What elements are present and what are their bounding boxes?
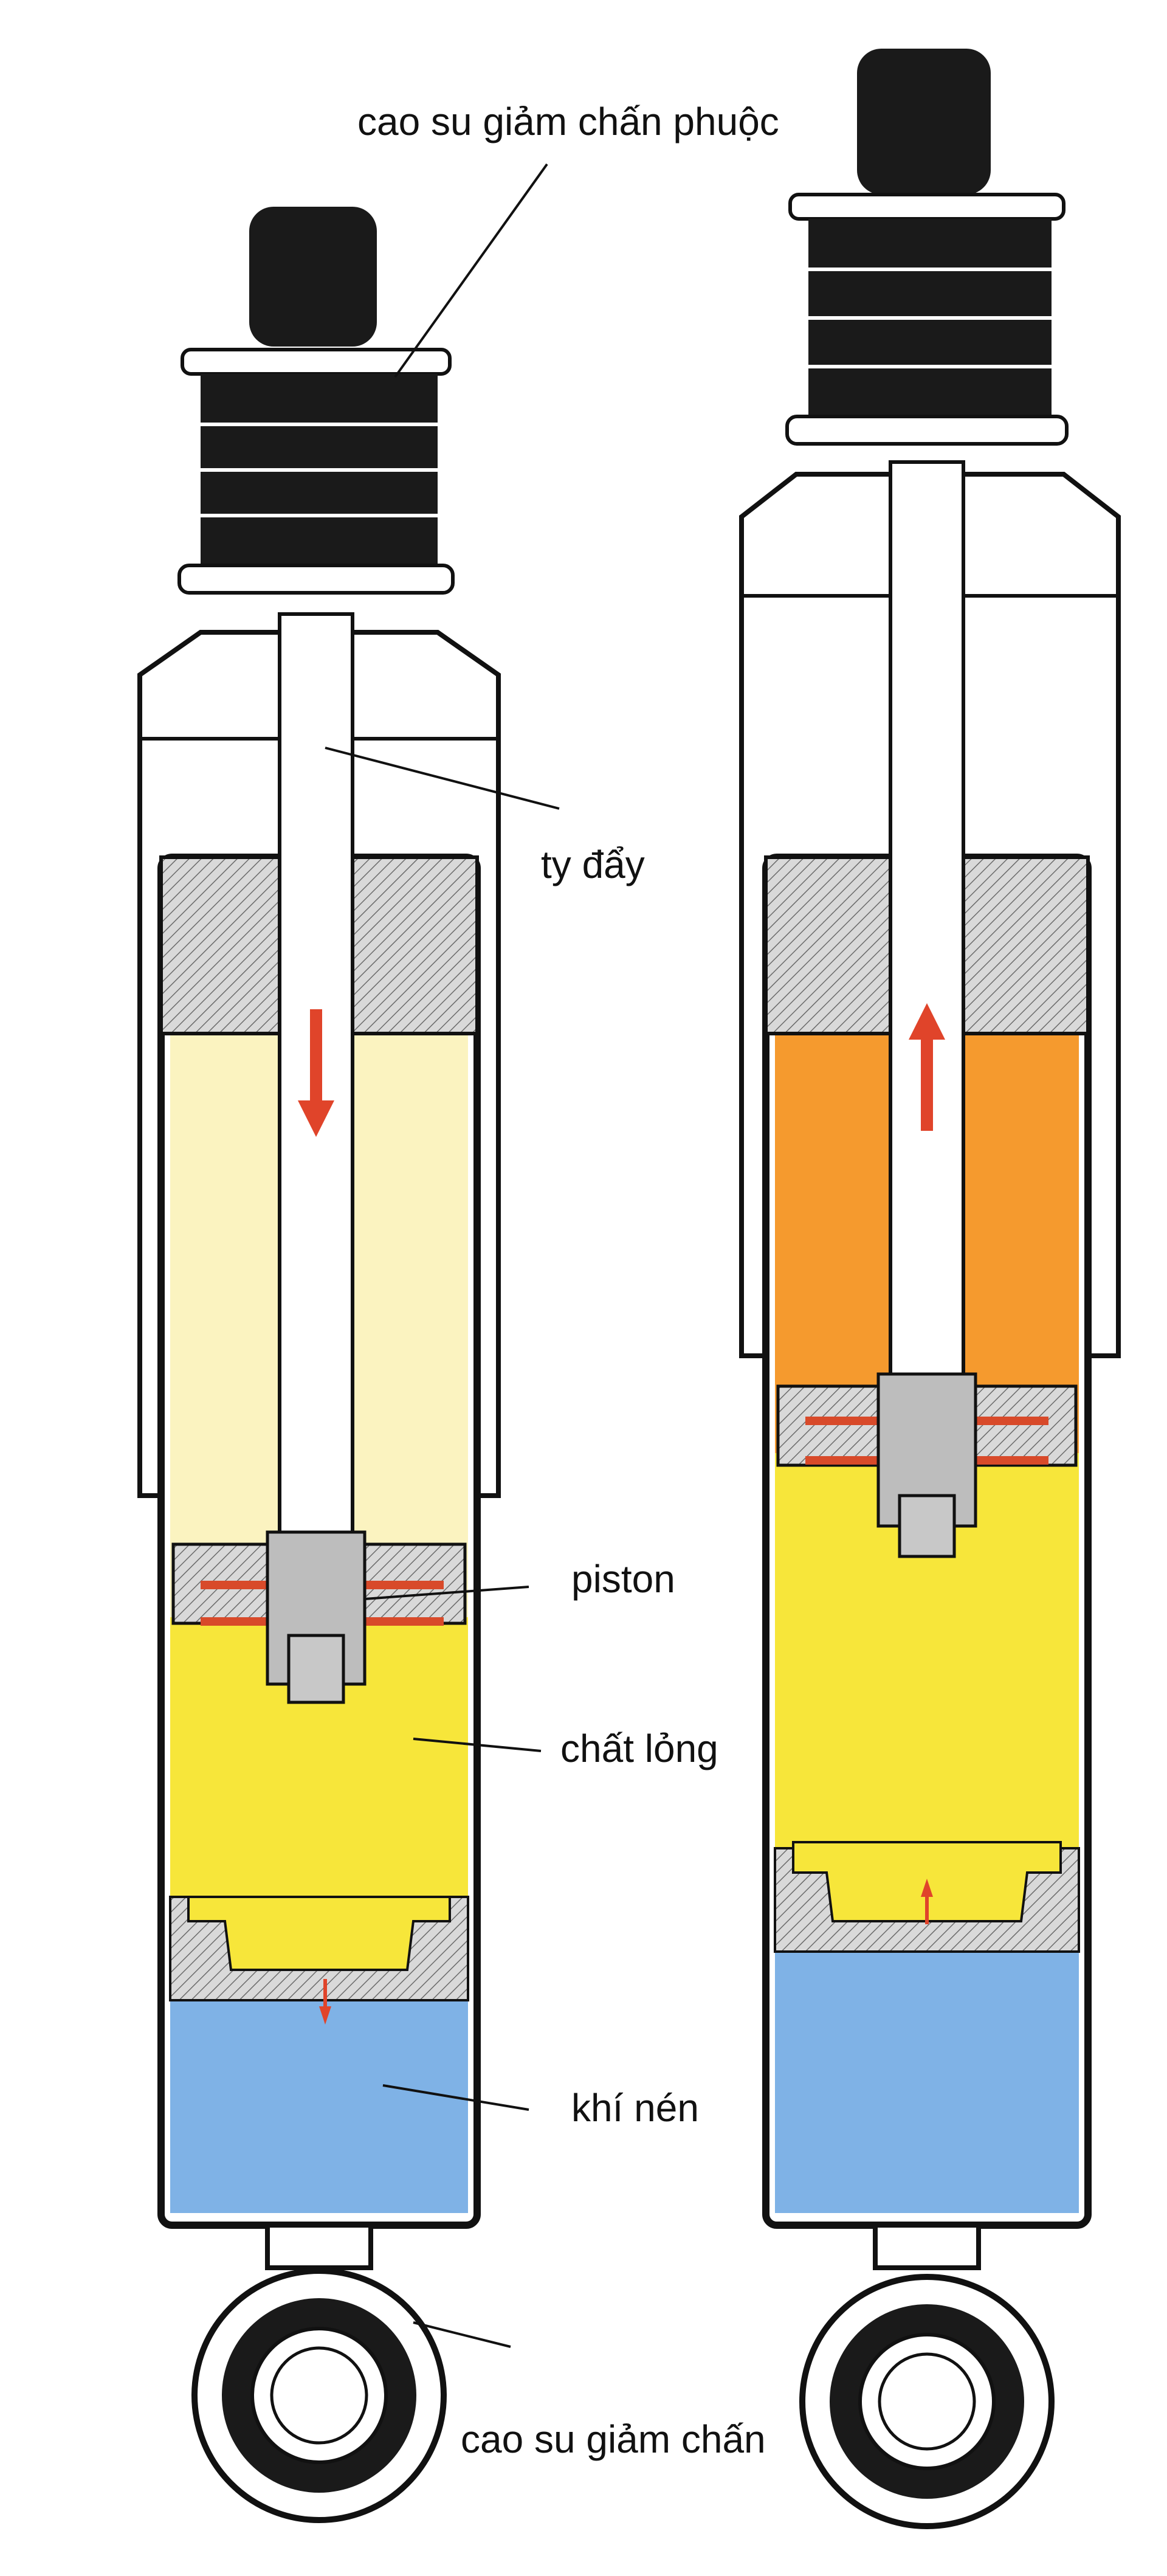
- leader-bushing: [413, 2321, 511, 2348]
- label-fluid: chất lỏng: [560, 1727, 718, 1770]
- left-top-stud: [249, 207, 377, 347]
- left-bump-stop-rubber: [201, 374, 438, 565]
- left-shock-absorber: [137, 207, 501, 2523]
- leader-push-rod: [325, 747, 560, 810]
- left-gas-chamber: [170, 1988, 468, 2213]
- left-piston: [171, 1530, 467, 1704]
- label-push-rod: ty đẩy: [541, 843, 645, 886]
- label-gas: khí nén: [571, 2086, 699, 2130]
- right-top-stud: [857, 49, 991, 195]
- down-arrow-icon: [298, 1009, 334, 1137]
- right-gas-chamber: [775, 1939, 1079, 2213]
- right-shock-absorber: [739, 49, 1121, 2529]
- leader-fluid: [413, 1738, 542, 1752]
- leader-gas: [382, 2084, 529, 2111]
- leader-piston: [364, 1586, 529, 1600]
- label-top-mount-rubber: cao su giảm chấn phuộc: [357, 100, 779, 143]
- up-arrow-icon: [909, 1003, 945, 1131]
- leader-lines: [325, 163, 560, 2348]
- label-piston: piston: [571, 1557, 675, 1601]
- label-bushing-rubber: cao su giảm chấn: [461, 2417, 766, 2461]
- right-bump-stop-rubber: [808, 219, 1052, 416]
- right-piston: [776, 1372, 1078, 1558]
- leader-top-mount: [394, 163, 548, 378]
- right-piston-rod: [889, 460, 965, 1412]
